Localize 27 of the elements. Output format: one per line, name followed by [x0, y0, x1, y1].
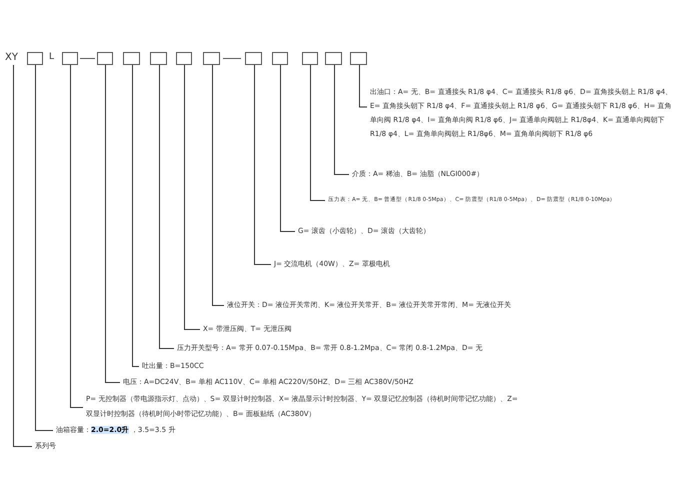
leader-line	[105, 64, 120, 383]
leader-line	[334, 64, 350, 175]
code-letter: L	[49, 51, 54, 63]
leader-line	[310, 64, 326, 201]
leader-line	[159, 64, 174, 349]
leader-line	[184, 64, 200, 330]
leader-line	[280, 64, 296, 232]
leader-line	[132, 64, 140, 367]
leader-line	[13, 64, 32, 447]
code-box	[350, 52, 367, 65]
code-box	[27, 52, 43, 65]
code-box	[272, 52, 288, 65]
code-box	[150, 52, 167, 65]
code-box	[325, 52, 342, 65]
code-box	[245, 52, 262, 65]
leader-line	[254, 64, 272, 265]
code-box	[97, 52, 113, 65]
code-box	[62, 52, 78, 65]
leader-line	[359, 64, 368, 108]
leader-line	[212, 64, 224, 306]
code-box	[176, 52, 192, 65]
code-box	[302, 52, 318, 65]
code-box	[123, 52, 140, 65]
leader-line	[35, 64, 54, 431]
series-code: XY	[5, 51, 18, 65]
code-box	[203, 52, 220, 65]
leader-line	[70, 64, 84, 408]
